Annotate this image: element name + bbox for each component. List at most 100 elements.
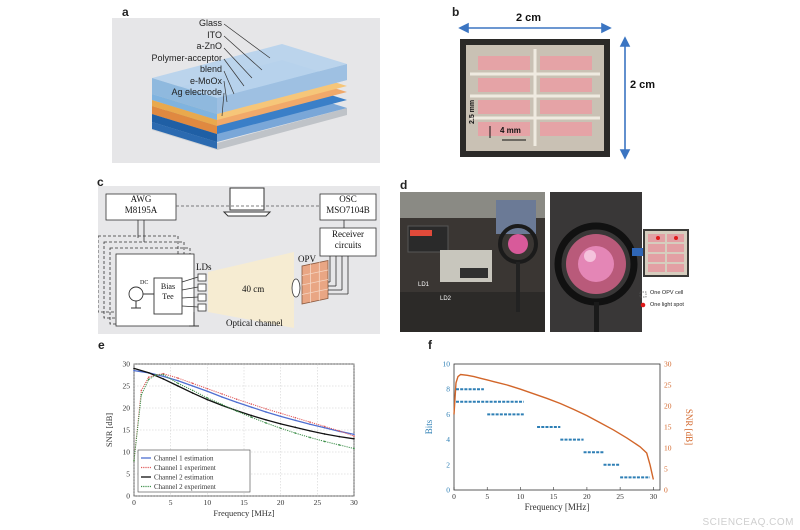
opv-label: OPV [298, 254, 317, 264]
receiver-box-label: Receiver circuits [320, 229, 376, 251]
chart-e-data-point [206, 397, 209, 399]
chart-e-data-point [250, 403, 253, 405]
chart-e-ytick-label: 30 [123, 360, 131, 369]
chart-f-plot-area [453, 363, 661, 491]
chart-f-ytick-label: 2 [446, 460, 450, 469]
chart-f-ytick-label: 6 [446, 410, 450, 419]
chart-e-data-point [353, 435, 355, 437]
chart-f-y2tick-label: 15 [664, 423, 672, 432]
chart-e-data-point [309, 436, 311, 439]
lab-setup-photos [400, 192, 689, 332]
chart-e-data-point [155, 374, 157, 376]
chart-e-legend-label: Channel 2 estimation [154, 474, 214, 482]
chart-e-ytick-label: 0 [126, 492, 130, 501]
chart-e-data-point [133, 460, 135, 462]
chart-f-xtick-label: 15 [550, 492, 558, 501]
chart-f-xlabel: Frequency [MHz] [525, 502, 590, 512]
chart-f-y2tick-label: 20 [664, 402, 672, 411]
optical-channel-label: Optical channel [226, 318, 283, 328]
height-dimension-label: 2 cm [630, 79, 656, 91]
awg-label: AWG [130, 194, 152, 204]
chart-e-data-point [133, 369, 135, 372]
chart-e-data-point [147, 372, 150, 374]
chart-f-snr-line [453, 373, 655, 480]
chart-e-data-point [309, 430, 311, 432]
bias-tee-label: Bias Tee [154, 282, 182, 302]
chart-e-data-point [177, 379, 179, 382]
chart-e-data-point [323, 425, 326, 428]
chart-e-data-point [140, 394, 143, 396]
chart-e-xtick-label: 10 [204, 498, 212, 507]
chart-e-data-point [191, 389, 194, 392]
chart-e-data-point [133, 367, 135, 370]
chart-e-xtick-label: 30 [350, 498, 358, 507]
layer-label-polymer-acceptor: Polymer-acceptor [151, 52, 222, 63]
chart-e-data-point [294, 426, 297, 429]
osc-label: OSC [339, 194, 357, 204]
layer-label-ag-electrode: Ag electrode [171, 87, 222, 97]
tee-label: Tee [162, 292, 174, 301]
chart-e-data-point [265, 422, 267, 424]
chart-e-series-line [133, 373, 355, 461]
chart-e-data-point [235, 398, 238, 400]
chart-e-series-line [133, 367, 355, 440]
legend-light-spot: One light spot [650, 302, 684, 308]
chart-e-xtick-label: 15 [240, 498, 248, 507]
chart-e-data-point [191, 385, 194, 387]
distance-label: 40 cm [242, 284, 265, 294]
strip-length-label: 4 mm [500, 126, 521, 135]
chart-e-data-point [279, 415, 282, 418]
awg-box-label: AWG M8195A [106, 194, 176, 216]
chart-e-data-point [191, 382, 194, 385]
chart-e-series-line [133, 374, 355, 461]
strip-width-label: 2.5 mm [469, 99, 476, 124]
chart-e-data-point [309, 423, 311, 426]
chart-e-legend [137, 449, 251, 493]
panel-label-a: a [122, 5, 129, 19]
chart-e-data-point [323, 440, 326, 443]
chart-e-data-point [147, 376, 150, 378]
layer-label-emoox: e-MoOx [189, 75, 222, 86]
legend-opv-cell: One OPV cell [650, 290, 684, 296]
chart-e-data-point [279, 423, 282, 425]
opv-module-photo [458, 22, 631, 160]
experimental-setup-schematic [98, 187, 377, 328]
awg-model-label: M8195A [124, 205, 158, 215]
ld2-label: LD2 [440, 296, 452, 302]
chart-f-ylabel: Bits [424, 419, 434, 434]
layer-label-ito: ITO [207, 29, 222, 40]
chart-f-xtick-label: 0 [452, 492, 456, 501]
chart-e-data-point [265, 411, 267, 413]
chart-f-ytick-label: 8 [446, 385, 450, 394]
chart-f-y2tick-label: 30 [664, 360, 672, 369]
chart-e-xtick-label: 5 [169, 498, 173, 507]
lds-label: LDs [196, 262, 212, 272]
chart-f-y2tick-label: 10 [664, 444, 672, 453]
chart-f-ytick-label: 10 [443, 360, 451, 369]
chart-e-data-point [147, 378, 150, 381]
dc-label: DC [140, 280, 149, 286]
chart-e-data-point [221, 403, 223, 406]
chart-e-data-point [353, 447, 355, 450]
chart-e-legend-label: Channel 1 estimation [154, 455, 214, 463]
layer-label-glass: Glass [198, 18, 222, 28]
chart-e-data-point [250, 416, 253, 419]
ld1-label: LD1 [418, 282, 430, 288]
panel-label-d: d [400, 178, 408, 192]
chart-e-data-point [294, 416, 297, 419]
width-dimension-label: 2 cm [516, 12, 542, 24]
chart-e-data-point [338, 430, 341, 432]
chart-e-data-point [221, 393, 223, 395]
chart-f-xtick-label: 20 [583, 492, 591, 501]
chart-e-data-point [206, 387, 209, 390]
chart-e-legend-label: Channel 2 experiment [154, 483, 216, 491]
layer-label-blend: blend [199, 64, 222, 74]
chart-e-data-point [221, 396, 223, 398]
chart-e-ytick-label: 15 [123, 426, 131, 435]
chart-f-y2tick-label: 5 [664, 465, 668, 474]
chart-e-xtick-label: 20 [277, 498, 285, 507]
chart-e-data-point [140, 389, 143, 392]
chart-e-data-point [294, 432, 297, 434]
bias-label: Bias [160, 282, 176, 291]
